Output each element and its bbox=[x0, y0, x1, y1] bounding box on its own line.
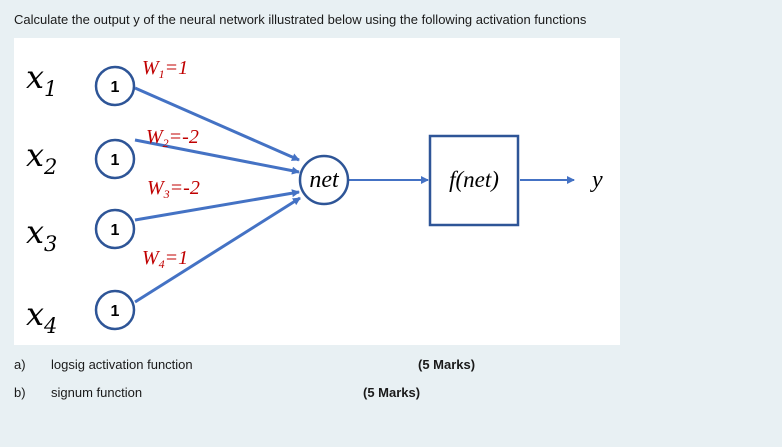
edge-w2 bbox=[134, 138, 300, 175]
part-b-letter: b) bbox=[14, 385, 26, 400]
input-node-3 bbox=[94, 208, 136, 250]
input-node-2-value: 1 bbox=[111, 152, 120, 169]
edge-w4 bbox=[134, 196, 301, 304]
output-label: y bbox=[590, 167, 603, 193]
part-a-marks: (5 Marks) bbox=[418, 357, 476, 372]
input-node-4-value: 1 bbox=[111, 303, 120, 320]
edge-w3 bbox=[134, 189, 300, 222]
weight-label-w2: W2=-2 bbox=[146, 126, 199, 150]
net-node bbox=[298, 154, 350, 206]
part-a-text: logsig activation function bbox=[51, 357, 193, 372]
input-node-4 bbox=[94, 289, 136, 331]
neural-network-figure: x1 x2 x3 x4 1 1 1 1 W1=1 W2=-2 W3=-2 W4=… bbox=[14, 38, 620, 345]
part-b-marks: (5 Marks) bbox=[363, 385, 421, 400]
weight-label-w3: W3=-2 bbox=[147, 177, 200, 201]
input-label-x1: x1 bbox=[26, 58, 57, 101]
activation-box-label: f(net) bbox=[449, 167, 499, 192]
neural-network-diagram: x1 x2 x3 x4 1 1 1 1 W1=1 W2=-2 W3=-2 W4=… bbox=[26, 57, 603, 338]
weight-label-w1: W1=1 bbox=[142, 57, 188, 81]
input-node-2 bbox=[94, 138, 136, 180]
input-label-x4: x4 bbox=[26, 295, 57, 338]
input-node-1 bbox=[94, 65, 136, 107]
input-node-1-value: 1 bbox=[111, 79, 120, 96]
input-label-x2: x2 bbox=[26, 136, 57, 179]
input-node-3-value: 1 bbox=[111, 222, 120, 239]
input-label-x3: x3 bbox=[26, 213, 57, 256]
part-b-text: signum function bbox=[51, 385, 143, 400]
part-a-letter: a) bbox=[14, 357, 26, 372]
edge-w1 bbox=[134, 86, 300, 162]
question-text: Calculate the output y of the neural net… bbox=[14, 12, 587, 27]
weight-label-w4: W4=1 bbox=[142, 247, 188, 271]
net-node-label: net bbox=[309, 167, 340, 193]
activation-box bbox=[428, 134, 520, 227]
